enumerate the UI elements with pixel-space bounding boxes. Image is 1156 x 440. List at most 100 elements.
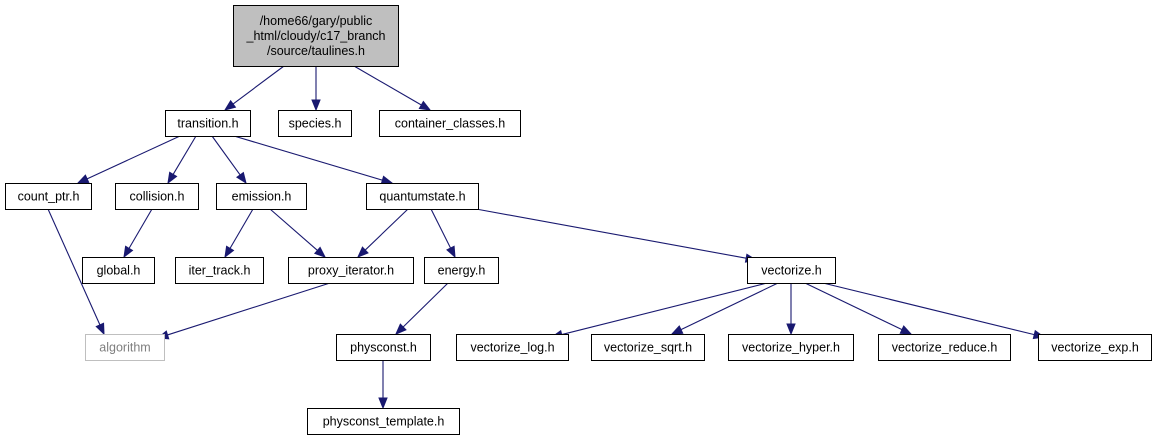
arrowhead-icon [167,171,178,185]
edge-line [364,208,409,251]
edge-count_ptr-to-algorithm [47,208,105,336]
arrowhead-icon [236,171,247,185]
node-vectorize_log[interactable]: vectorize_log.h [456,334,569,361]
node-label: algorithm [99,341,150,355]
node-label: physconst.h [350,341,417,355]
node-box [379,110,521,137]
node-vectorize_hyper[interactable]: vectorize_hyper.h [728,334,854,361]
node-transition[interactable]: transition.h [165,110,251,137]
node-iter_track[interactable]: iter_track.h [175,257,264,284]
node-label: vectorize_log.h [470,341,554,355]
node-label: vectorize_sqrt.h [604,341,692,355]
node-global[interactable]: global.h [82,257,155,284]
edge-proxy_iterator-to-algorithm [156,282,331,340]
node-label: proxy_iterator.h [308,264,394,278]
edge-line [229,208,254,249]
arrowhead-icon [357,246,369,258]
arrowhead-icon [418,100,432,111]
node-box [216,183,307,210]
node-container_classes[interactable]: container_classes.h [379,110,521,137]
node-box [878,334,1011,361]
node-box [82,257,155,284]
edge-taulines-to-species [311,66,321,112]
edge-collision-to-global [123,208,153,259]
edge-line [680,282,779,331]
edge-line [128,208,153,249]
edge-line [211,135,241,176]
node-label: vectorize_reduce.h [892,341,998,355]
edge-emission-to-proxy_iterator [269,208,327,258]
edge-quantumstate-to-energy [430,208,456,259]
arrowhead-icon [123,245,134,259]
node-emission[interactable]: emission.h [216,183,307,210]
node-box [336,334,431,361]
node-vectorize_sqrt[interactable]: vectorize_sqrt.h [591,334,705,361]
arrowhead-icon [395,323,407,335]
node-taulines[interactable]: /home66/gary/public_html/cloudy/c17_bran… [233,5,399,67]
node-collision[interactable]: collision.h [115,183,199,210]
edge-taulines-to-transition [223,65,285,111]
nodes-layer: /home66/gary/public_html/cloudy/c17_bran… [5,5,1152,435]
node-label: physconst_template.h [323,415,445,429]
node-label: _html/cloudy/c17_branch [246,29,386,43]
edge-taulines-to-container_classes [353,65,432,111]
edge-line [804,282,903,331]
node-energy[interactable]: energy.h [424,257,499,284]
edges-layer [47,65,1046,410]
node-box [165,110,251,137]
node-vectorize[interactable]: vectorize.h [747,257,836,284]
node-box [747,257,836,284]
node-physconst_template[interactable]: physconst_template.h [307,408,460,435]
node-box [233,5,399,67]
node-box [115,183,199,210]
node-proxy_iterator[interactable]: proxy_iterator.h [288,257,414,284]
node-label: quantumstate.h [379,190,465,204]
edge-line [86,135,181,180]
node-box [456,334,569,361]
edge-vectorize-to-vectorize_reduce [804,282,913,335]
node-label: vectorize_exp.h [1051,341,1139,355]
node-box [591,334,705,361]
edge-emission-to-iter_track [224,208,254,259]
edge-line [561,282,768,336]
edge-energy-to-physconst [395,282,449,335]
node-physconst[interactable]: physconst.h [336,334,431,361]
edge-transition-to-collision [167,135,197,185]
node-vectorize_exp[interactable]: vectorize_exp.h [1038,334,1152,361]
node-label: /source/taulines.h [267,44,365,58]
node-label: global.h [97,264,141,278]
edge-physconst-to-physconst_template [378,360,388,410]
edge-vectorize-to-vectorize_log [550,282,768,340]
arrowhead-icon [786,323,796,336]
node-label: emission.h [232,190,292,204]
node-species[interactable]: species.h [278,110,352,137]
arrowhead-icon [446,245,456,259]
node-count_ptr[interactable]: count_ptr.h [5,183,92,210]
node-label: collision.h [130,190,185,204]
arrowhead-icon [224,245,235,259]
node-box [288,257,414,284]
edge-line [269,208,318,251]
node-quantumstate[interactable]: quantumstate.h [366,183,479,210]
node-box [307,408,460,435]
edge-line [353,65,422,106]
edge-line [167,282,331,336]
arrowhead-icon [223,99,237,111]
arrowhead-icon [95,322,105,336]
edge-transition-to-quantumstate [233,135,394,185]
node-label: count_ptr.h [18,190,80,204]
node-box [366,183,479,210]
arrowhead-icon [311,99,321,112]
edge-quantumstate-to-vectorize [475,208,758,263]
edge-line [172,135,197,175]
edge-vectorize-to-vectorize_hyper [786,283,796,336]
node-label: vectorize_hyper.h [742,341,840,355]
arrowhead-icon [380,175,394,185]
node-label: container_classes.h [395,117,506,131]
node-box [175,257,264,284]
edge-line [233,135,383,181]
edge-quantumstate-to-proxy_iterator [357,208,409,258]
node-vectorize_reduce[interactable]: vectorize_reduce.h [878,334,1011,361]
node-box [5,183,92,210]
